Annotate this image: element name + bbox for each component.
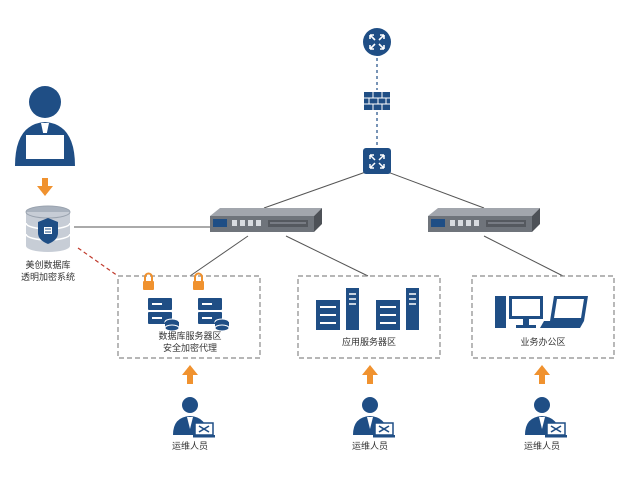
server-rack-icon [375,299,401,331]
app-zone-label: 应用服务器区 [341,338,397,348]
ops-staff-label-1: 运维人员 [171,442,209,452]
encryption-system-label-line2: 透明加密系统 [20,273,76,283]
link-core-left-switch [263,167,378,209]
ops-staff-icon [172,396,216,439]
server-rack-icon [315,299,341,331]
office-zone-label: 业务办公区 [520,338,566,348]
link-switch-office-zone [483,235,564,277]
ops-staff-label-3: 运维人员 [523,442,561,452]
db-zone-label: 数据库服务器区 安全加密代理 [158,331,221,355]
database-shield-icon [25,205,71,252]
router-icon [363,28,391,56]
server-tower-icon [405,287,420,331]
db-zone-label-line2: 安全加密代理 [162,344,218,354]
up-arrow-icon [182,365,198,384]
encryption-system-label: 美创数据库 透明加密系统 [21,260,75,284]
dashed-link-encryption [77,247,119,277]
switch-left-icon [209,207,323,233]
link-switch-db-zone [189,235,249,277]
down-arrow-icon [37,178,53,196]
db-zone-label-line1: 数据库服务器区 [158,332,222,342]
link-core-right-switch [376,167,485,209]
desktop-computer-icon [495,296,543,328]
core-router-icon [363,148,391,174]
firewall-icon [364,92,390,110]
encryption-system-label-line1: 美创数据库 [25,261,71,271]
up-arrow-icon [534,365,550,384]
ops-staff-icon [352,396,396,439]
switch-right-icon [427,207,541,233]
link-switch-app-zone [285,235,369,277]
ops-staff-label-2: 运维人员 [351,442,389,452]
admin-icon [15,86,75,166]
ops-staff-icon [524,396,568,439]
laptop-icon [540,296,588,328]
locked-server-icon [142,272,180,332]
server-tower-icon [345,287,360,331]
locked-server-icon [192,272,230,332]
up-arrow-icon [362,365,378,384]
